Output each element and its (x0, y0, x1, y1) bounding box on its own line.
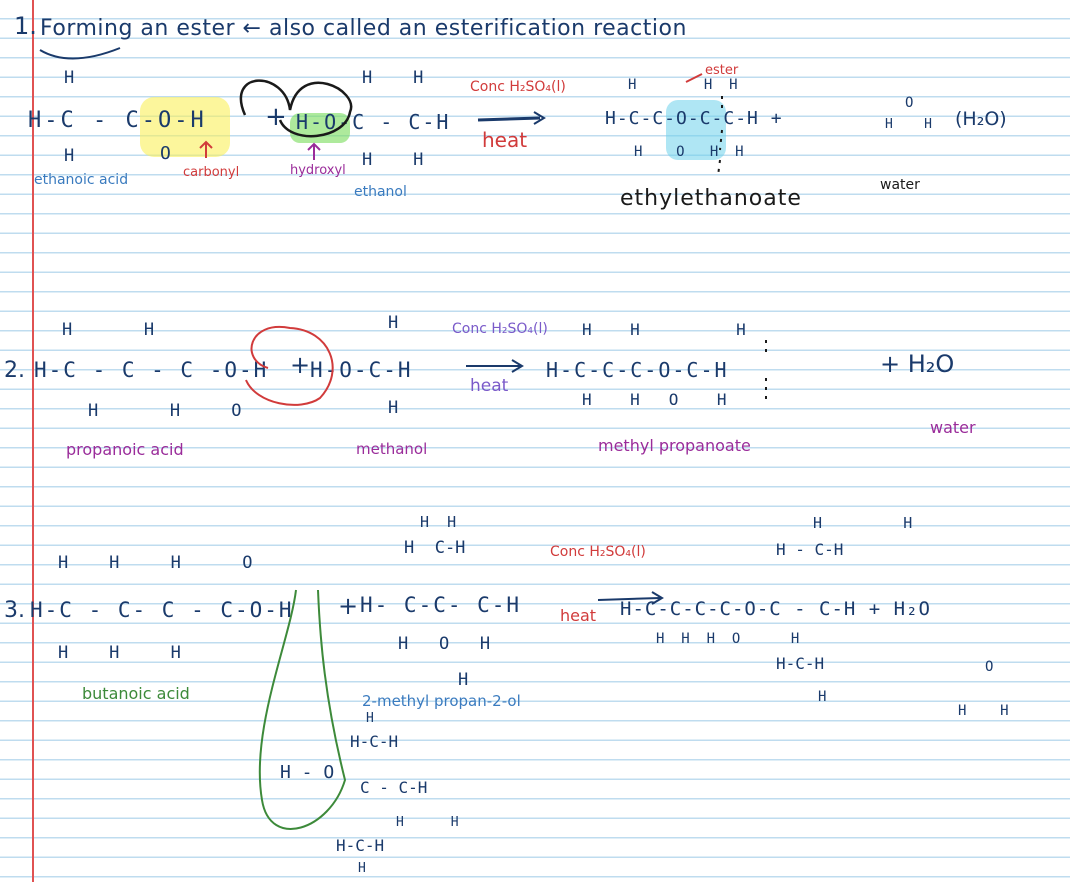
r3-arrow (597, 597, 661, 601)
r1-acid-main: H-C - C-O-H (28, 108, 207, 133)
r2-condition: Conc H₂SO₄(l) (452, 321, 548, 337)
r2-alcohol-main: H-O-C-H (310, 358, 413, 382)
r3-side-row3: H H (396, 815, 459, 830)
r1-acid-top: H (64, 68, 75, 88)
r3-alcohol-label: 2-methyl propan-2-ol (362, 692, 521, 710)
heading-number: 1. (14, 12, 37, 40)
r1-hydroxyl-label: hydroxyl (290, 163, 346, 178)
r3-product-bottom2: H-C-H (776, 654, 825, 673)
r1-water-main: H H (885, 117, 932, 132)
r3-acid-label: butanoic acid (82, 684, 190, 703)
r2-alcohol-bottom: H (388, 398, 399, 418)
r3-side-row5: H (358, 861, 366, 876)
r2-alcohol-top: H (388, 313, 399, 333)
r3-acid-top: H H H O (58, 553, 253, 573)
r1-product-main: H-C-C-O-C-C-H + (605, 108, 783, 129)
r1-acid-bottom: H (64, 146, 75, 166)
r3-plus: + (338, 592, 359, 620)
r1-product-top: H H H (628, 77, 738, 93)
r1-hydroxyl-pointer (307, 142, 321, 160)
r3-alcohol-oh: H (458, 670, 469, 690)
r2-acid-top: H H (62, 320, 155, 340)
r3-heat: heat (560, 606, 597, 625)
r3-water-circle (258, 589, 347, 830)
r2-arrow-head (511, 359, 524, 373)
r1-product-bottom: H O H H (634, 144, 744, 160)
r2-alcohol-label: methanol (356, 440, 428, 458)
r3-side-row4: H-C-H (336, 836, 385, 855)
heading-underline (39, 47, 121, 60)
carboxyl-highlight (140, 97, 230, 157)
r1-water-circle (239, 79, 353, 138)
r3-condition: Conc H₂SO₄(l) (550, 544, 646, 560)
r3-product-top2: H - C-H (776, 540, 844, 559)
r3-product-main: H-C-C-C-C-O-C - C-H + H₂O (620, 598, 931, 620)
r3-number: 3. (4, 598, 25, 623)
r1-alcohol-bottom: H H (362, 150, 424, 170)
r1-ester-tag: ester (705, 63, 739, 78)
r3-side-top: H (366, 711, 374, 726)
r2-water-circle (245, 325, 334, 406)
r1-alcohol-top: H H (362, 68, 424, 88)
r3-alcohol-top-a: H H (420, 513, 457, 531)
r1-acid-label: ethanoic acid (34, 172, 129, 188)
r1-product-label: ethylethanoate (620, 186, 802, 211)
r2-water-label: water (930, 418, 976, 437)
r2-product-main: H-C-C-C-O-C-H (546, 358, 729, 382)
r3-acid-bottom: H H H (58, 643, 181, 663)
r2-acid-bottom: H H O (88, 401, 242, 421)
r3-water-top: O (985, 659, 994, 675)
r2-product-bottom: H H O H (582, 390, 727, 409)
r3-arrow-head (651, 591, 664, 605)
heading-text: Forming an ester ← also called an esteri… (40, 16, 687, 41)
r1-arrow (477, 116, 541, 122)
r3-alcohol-bottom: H O H (398, 634, 491, 654)
r3-acid-main: H-C - C- C - C-O-H (30, 598, 294, 622)
r2-heat: heat (470, 376, 509, 396)
r2-product-extra: + H₂O (880, 350, 955, 378)
r3-side-oh: H - O (280, 762, 335, 783)
r1-condition: Conc H₂SO₄(l) (470, 79, 566, 95)
notebook-margin-line (32, 0, 34, 882)
r1-heat: heat (482, 128, 528, 152)
r3-alcohol-main: H- C-C- C-H (360, 593, 522, 617)
r3-side-row2: C - C-H (360, 778, 428, 797)
r1-arrow-head (533, 111, 546, 125)
r1-ester-pointer (685, 73, 703, 83)
r2-acid-main: H-C - C - C -O-H (34, 358, 269, 382)
r3-product-top: H H (813, 514, 913, 532)
r2-plus: + (290, 351, 311, 379)
r1-water-formula: (H₂O) (955, 108, 1007, 130)
r2-number: 2. (4, 358, 25, 383)
r1-alcohol-label: ethanol (354, 184, 407, 200)
r3-side-row1: H-C-H (350, 732, 399, 751)
r1-water-top: O (905, 95, 914, 111)
ester-link-highlight (666, 100, 726, 160)
r1-carbonyl-pointer (199, 140, 213, 158)
r2-acid-label: propanoic acid (66, 440, 184, 459)
r3-product-bottom3: H (818, 689, 827, 705)
r1-carbonyl-o: O (160, 143, 171, 164)
r1-water-label: water (880, 177, 920, 193)
r2-product-top: H H H (582, 320, 746, 339)
r1-product-divider (717, 96, 723, 177)
r2-product-label: methyl propanoate (598, 436, 751, 455)
r3-product-bottom: H H H O H (656, 631, 800, 647)
r3-alcohol-top-b: H C-H (404, 538, 466, 558)
r3-water-main: H H (958, 703, 1009, 719)
r1-carbonyl-label: carbonyl (183, 165, 240, 180)
